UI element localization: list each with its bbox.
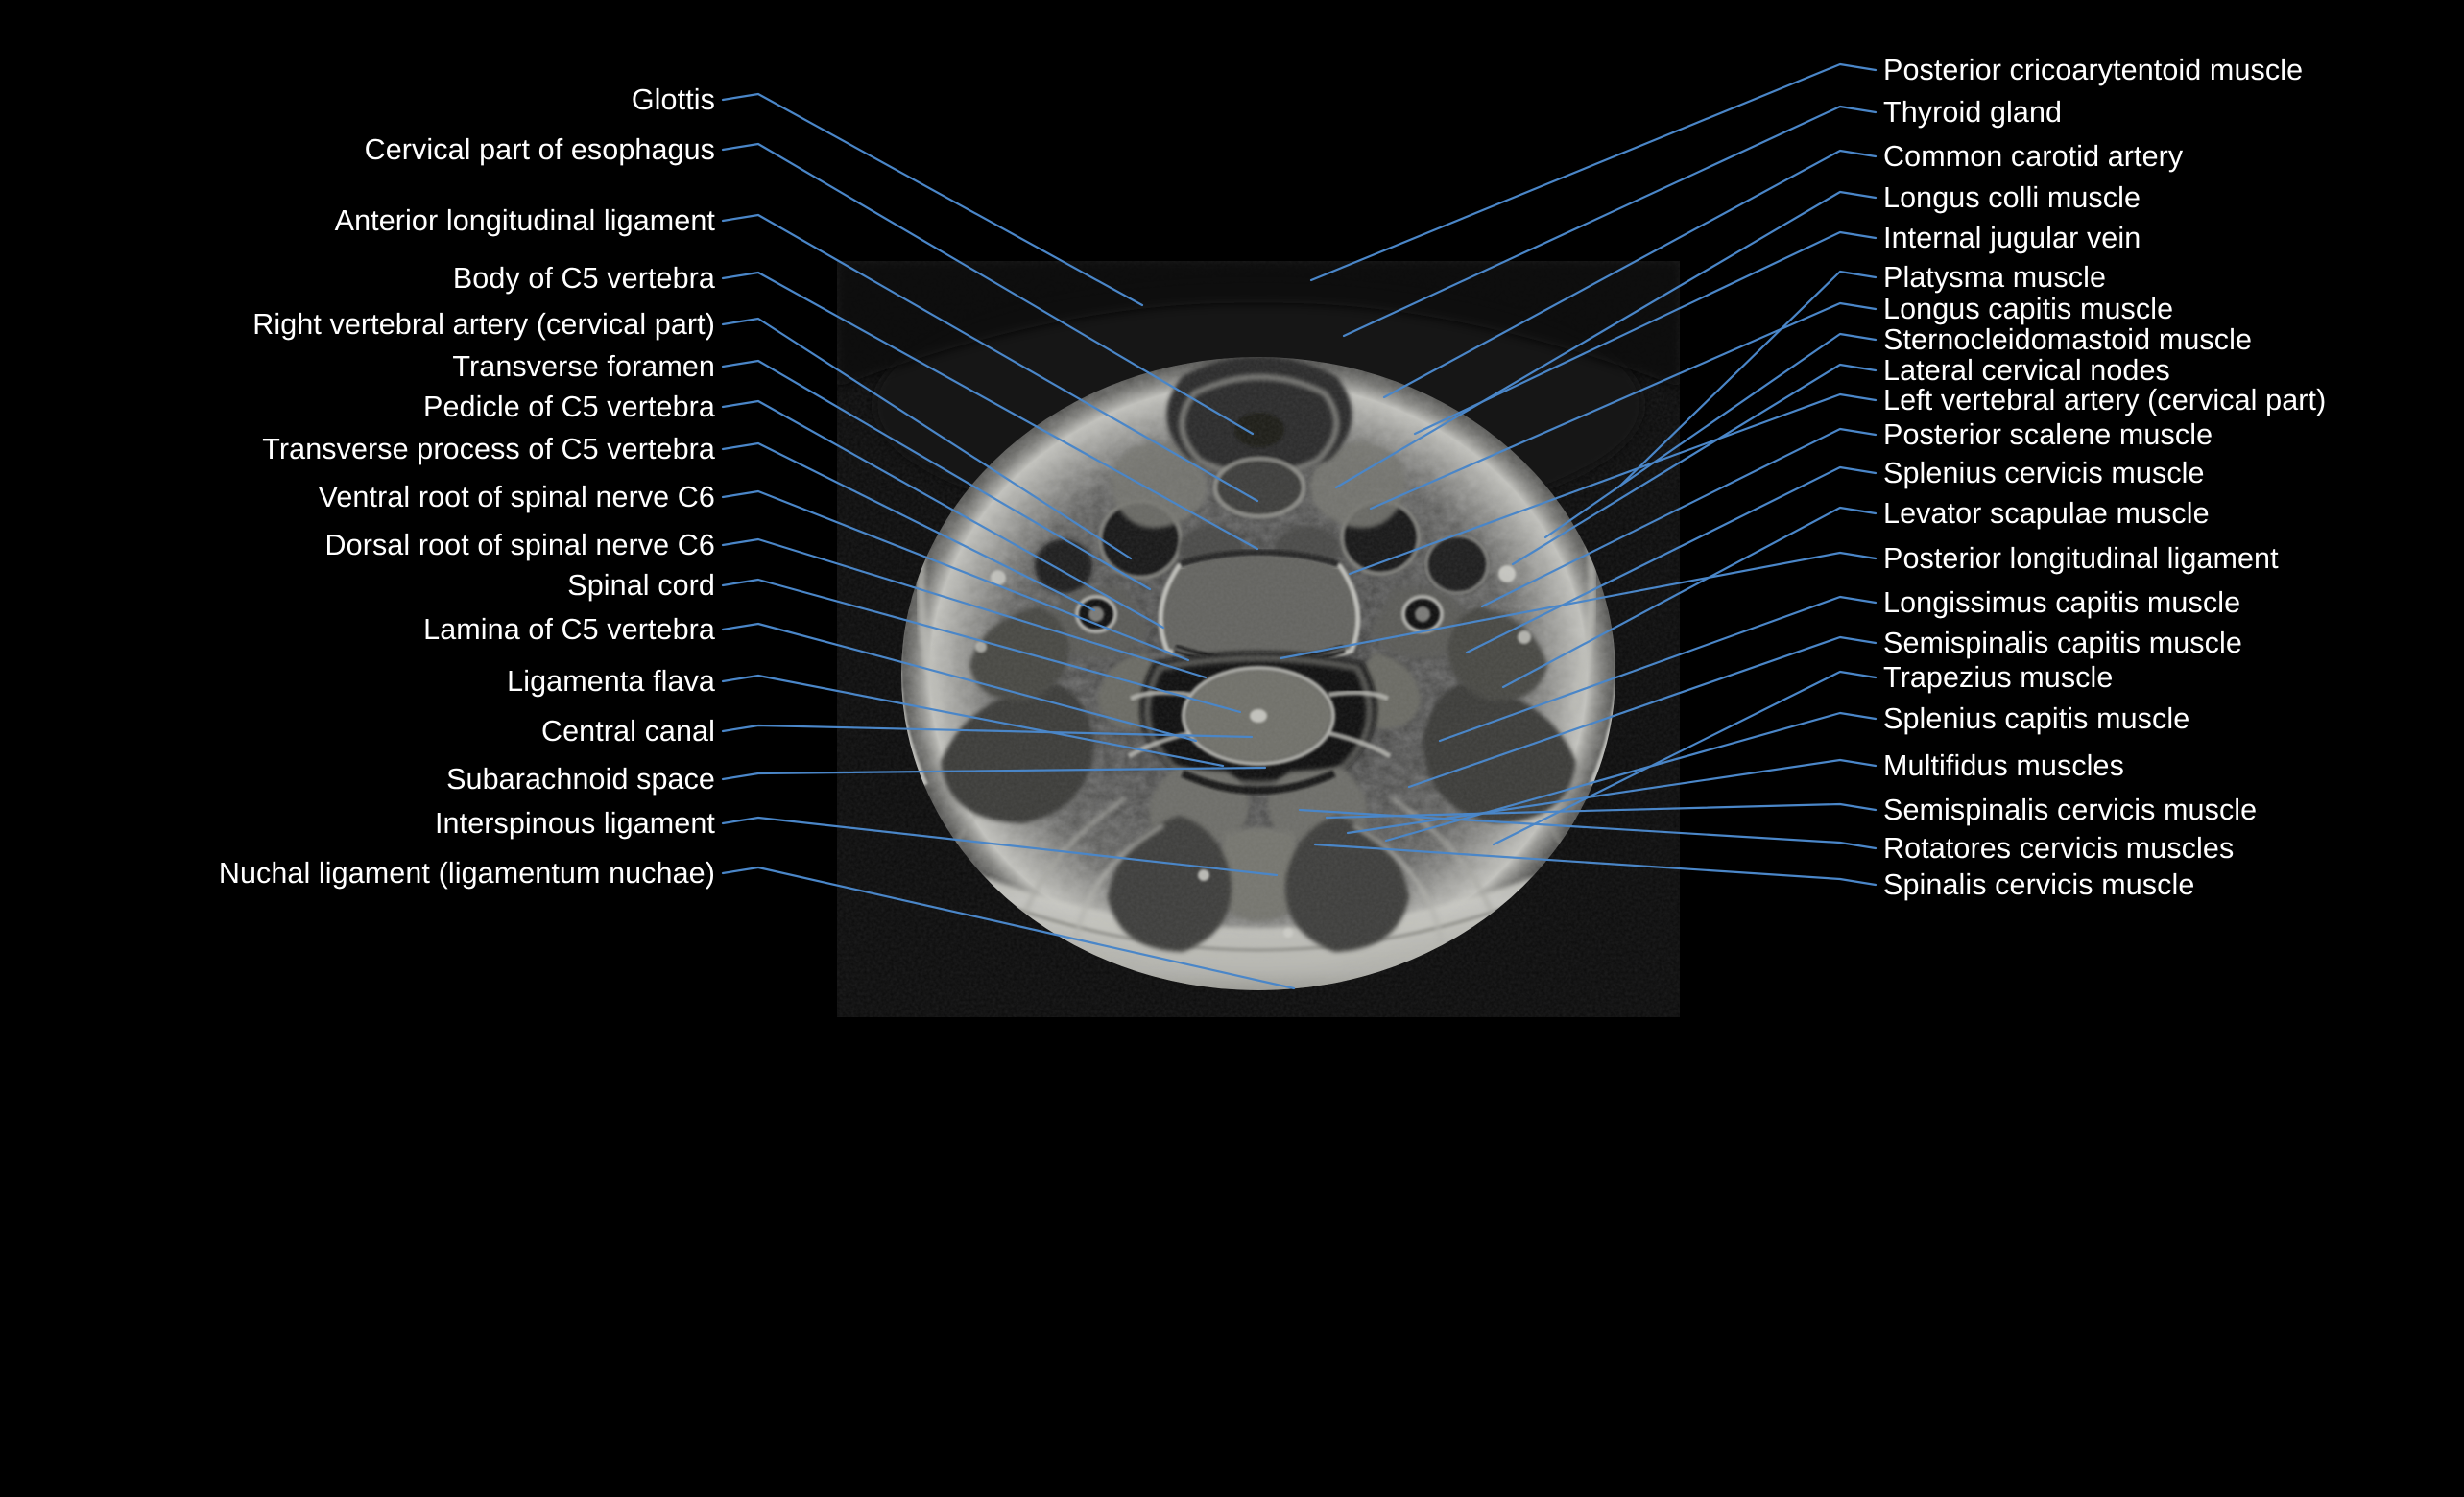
leader-line-posterior-cricoarytentoid-muscle	[1309, 62, 1878, 282]
label-nuchal-ligament-ligamentum-nuchae: Nuchal ligament (ligamentum nuchae)	[218, 856, 715, 890]
label-ligamenta-flava: Ligamenta flava	[507, 664, 715, 698]
label-longissimus-capitis-muscle: Longissimus capitis muscle	[1883, 585, 2241, 619]
label-semispinalis-capitis-muscle: Semispinalis capitis muscle	[1883, 626, 2242, 659]
label-splenius-capitis-muscle: Splenius capitis muscle	[1883, 701, 2190, 735]
label-trapezius-muscle: Trapezius muscle	[1883, 660, 2114, 694]
label-lateral-cervical-nodes: Lateral cervical nodes	[1883, 353, 2170, 387]
label-ventral-root-of-spinal-nerve-c6: Ventral root of spinal nerve C6	[318, 480, 715, 513]
label-pedicle-of-c5-vertebra: Pedicle of C5 vertebra	[423, 390, 715, 423]
label-interspinous-ligament: Interspinous ligament	[434, 806, 715, 840]
label-semispinalis-cervicis-muscle: Semispinalis cervicis muscle	[1883, 793, 2258, 826]
label-splenius-cervicis-muscle: Splenius cervicis muscle	[1883, 456, 2205, 489]
label-longus-colli-muscle: Longus colli muscle	[1883, 180, 2141, 214]
label-lamina-of-c5-vertebra: Lamina of C5 vertebra	[423, 612, 715, 646]
mri-scan-graphic	[837, 261, 1680, 1017]
label-left-vertebral-artery-cervical-part: Left vertebral artery (cervical part)	[1883, 383, 2327, 416]
label-transverse-process-of-c5-vertebra: Transverse process of C5 vertebra	[262, 432, 715, 465]
label-rotatores-cervicis-muscles: Rotatores cervicis muscles	[1883, 831, 2235, 865]
label-subarachnoid-space: Subarachnoid space	[446, 762, 715, 796]
mri-axial-cervical-spine-image	[837, 261, 1680, 1017]
label-levator-scapulae-muscle: Levator scapulae muscle	[1883, 496, 2210, 530]
label-posterior-cricoarytentoid-muscle: Posterior cricoarytentoid muscle	[1883, 53, 2304, 86]
label-multifidus-muscles: Multifidus muscles	[1883, 748, 2124, 782]
label-transverse-foramen: Transverse foramen	[452, 349, 715, 383]
label-dorsal-root-of-spinal-nerve-c6: Dorsal root of spinal nerve C6	[324, 528, 715, 561]
label-posterior-longitudinal-ligament: Posterior longitudinal ligament	[1883, 541, 2279, 575]
label-platysma-muscle: Platysma muscle	[1883, 260, 2107, 294]
label-body-of-c5-vertebra: Body of C5 vertebra	[452, 261, 715, 295]
label-internal-jugular-vein: Internal jugular vein	[1883, 221, 2141, 254]
label-posterior-scalene-muscle: Posterior scalene muscle	[1883, 417, 2213, 451]
label-cervical-part-of-esophagus: Cervical part of esophagus	[364, 132, 715, 166]
label-right-vertebral-artery-cervical-part: Right vertebral artery (cervical part)	[252, 307, 715, 341]
label-longus-capitis-muscle: Longus capitis muscle	[1883, 292, 2174, 325]
label-glottis: Glottis	[631, 83, 715, 116]
label-spinalis-cervicis-muscle: Spinalis cervicis muscle	[1883, 867, 2195, 901]
label-thyroid-gland: Thyroid gland	[1883, 95, 2063, 129]
label-anterior-longitudinal-ligament: Anterior longitudinal ligament	[334, 203, 715, 237]
label-spinal-cord: Spinal cord	[567, 568, 715, 602]
label-sternocleidomastoid-muscle: Sternocleidomastoid muscle	[1883, 322, 2253, 356]
label-central-canal: Central canal	[540, 714, 715, 748]
label-common-carotid-artery: Common carotid artery	[1883, 139, 2184, 173]
